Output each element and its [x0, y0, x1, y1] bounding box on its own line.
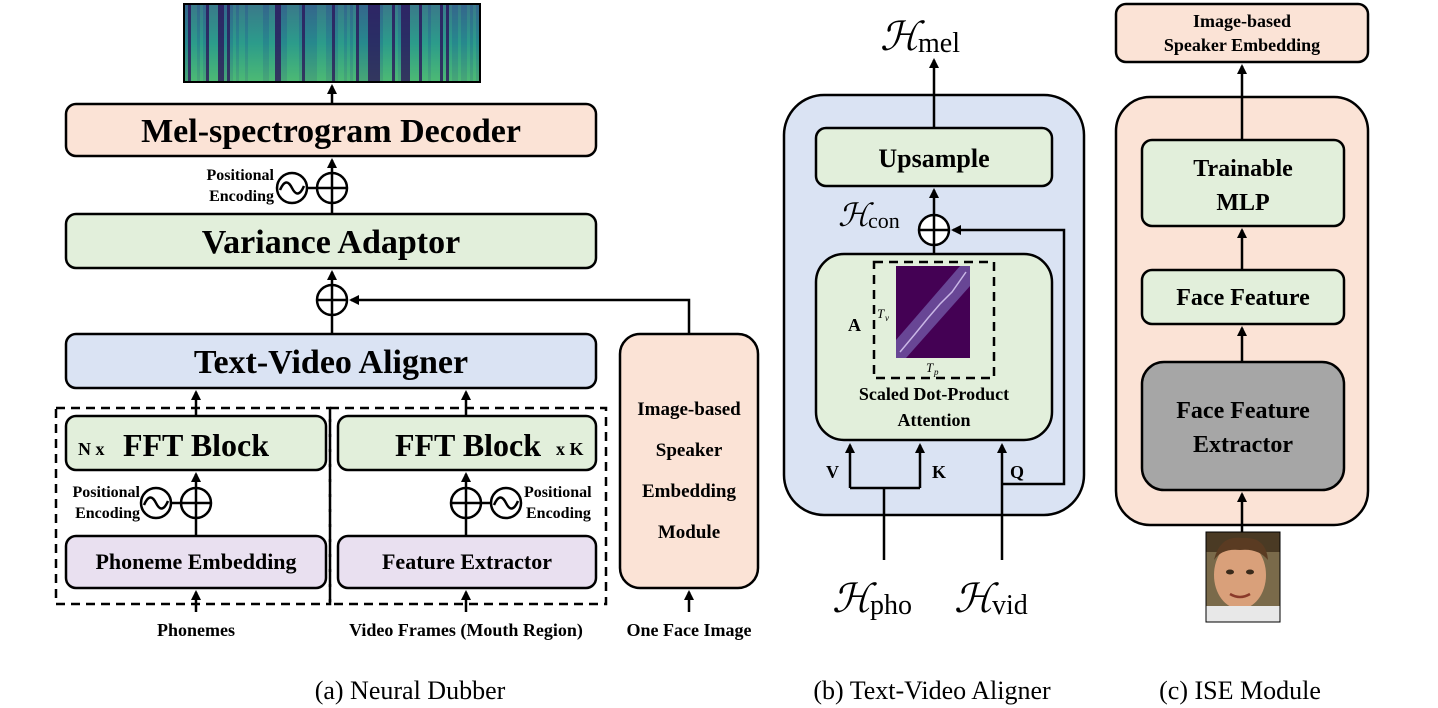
fft-left-prefix: N x: [78, 439, 105, 459]
v-label: V: [826, 462, 839, 482]
tp-label: T: [926, 360, 934, 375]
ise-module-label-4: Module: [658, 522, 720, 543]
h-mel-subscript: mel: [918, 28, 960, 59]
fft-block-left: [64, 414, 328, 472]
caption-b: (b) Text-Video Aligner: [813, 676, 1051, 705]
pe-left-label-2: Encoding: [75, 505, 140, 522]
add-icon: [315, 171, 349, 205]
h-pho-subscript: pho: [870, 590, 912, 621]
feature-extractor-box: [336, 534, 598, 590]
ise-module-box: [618, 332, 760, 590]
panel-b: ℋ mel Upsample ℋ con A T v T p Scaled Do…: [782, 14, 1086, 705]
pe-top-label-2: Encoding: [209, 188, 274, 205]
variance-adaptor-label: Variance Adaptor: [202, 224, 460, 261]
mel-decoder-label: Mel-spectrogram Decoder: [141, 113, 521, 150]
ise-module-label-3: Embedding: [642, 481, 736, 502]
attention-label-2: Attention: [898, 410, 971, 430]
add-icon: [315, 283, 349, 317]
text-video-aligner-box: [64, 332, 598, 390]
panel-a: Mel-spectrogram Decoder Positional Encod…: [54, 3, 760, 705]
h-mel-symbol: ℋ: [880, 14, 925, 59]
mel-spectrogram-image: [183, 3, 481, 83]
pe-left-label-1: Positional: [72, 484, 140, 501]
pe-right-label-2: Encoding: [526, 505, 591, 522]
fft-left-label: FFT Block: [123, 427, 269, 463]
k-label: K: [932, 462, 946, 482]
ise-output-label-2: Speaker Embedding: [1164, 35, 1320, 55]
input-phonemes: Phonemes: [157, 620, 235, 640]
feature-extractor-label: Feature Extractor: [382, 549, 552, 574]
h-con-subscript: con: [868, 208, 900, 233]
attention-map-dashed: [872, 260, 996, 380]
mlp-label-2: MLP: [1216, 190, 1269, 216]
face-photo: [1205, 531, 1281, 623]
sine-icon: [275, 171, 309, 205]
face-feature-box: [1140, 268, 1346, 326]
attention-label-1: Scaled Dot-Product: [859, 384, 1009, 404]
add-icon: [449, 486, 483, 520]
face-extractor-box: [1140, 360, 1346, 492]
sine-icon: [489, 486, 523, 520]
text-video-aligner-label: Text-Video Aligner: [194, 344, 468, 381]
caption-c: (c) ISE Module: [1159, 676, 1321, 705]
ise-output-label-1: Image-based: [1193, 11, 1291, 31]
ise-output-box: [1114, 2, 1370, 64]
add-icon: [179, 486, 213, 520]
a-label: A: [848, 315, 861, 335]
panel-c: Image-based Speaker Embedding Trainable …: [1114, 2, 1370, 705]
face-feature-label: Face Feature: [1176, 285, 1310, 311]
upsample-label: Upsample: [878, 144, 989, 173]
add-icon: [917, 213, 951, 247]
phoneme-embedding-box: [64, 534, 328, 590]
h-vid-symbol: ℋ: [954, 576, 999, 621]
variance-adaptor-box: [64, 212, 598, 270]
fft-right-suffix: x K: [556, 439, 584, 459]
face-extractor-label-2: Extractor: [1193, 432, 1293, 458]
pe-right-label-1: Positional: [524, 484, 592, 501]
video-encoder-dashed: [328, 406, 608, 606]
h-con-symbol: ℋ: [838, 197, 874, 233]
upsample-box: [814, 126, 1054, 188]
fft-block-right: [336, 414, 598, 472]
phoneme-embedding-label: Phoneme Embedding: [95, 549, 296, 574]
mel-decoder-box: [64, 102, 598, 158]
mlp-label-1: Trainable: [1193, 156, 1293, 182]
input-face-image: One Face Image: [627, 620, 752, 640]
tv-label: T: [877, 306, 885, 321]
pe-top-label-1: Positional: [206, 167, 274, 184]
mlp-box: [1140, 138, 1346, 228]
attention-map-image: [896, 266, 970, 358]
h-vid-subscript: vid: [992, 590, 1028, 621]
fft-right-label: FFT Block: [395, 427, 541, 463]
q-label: Q: [1010, 462, 1024, 482]
ise-module-label-1: Image-based: [637, 399, 741, 420]
tv-subscript: v: [885, 313, 889, 323]
sine-icon: [139, 486, 173, 520]
caption-a: (a) Neural Dubber: [315, 676, 506, 705]
face-extractor-label-1: Face Feature: [1176, 398, 1310, 424]
tp-subscript: p: [933, 367, 939, 377]
h-pho-symbol: ℋ: [832, 576, 877, 621]
input-video-frames: Video Frames (Mouth Region): [349, 620, 583, 641]
phoneme-encoder-dashed: [54, 406, 332, 606]
ise-module-label-2: Speaker: [656, 440, 723, 461]
